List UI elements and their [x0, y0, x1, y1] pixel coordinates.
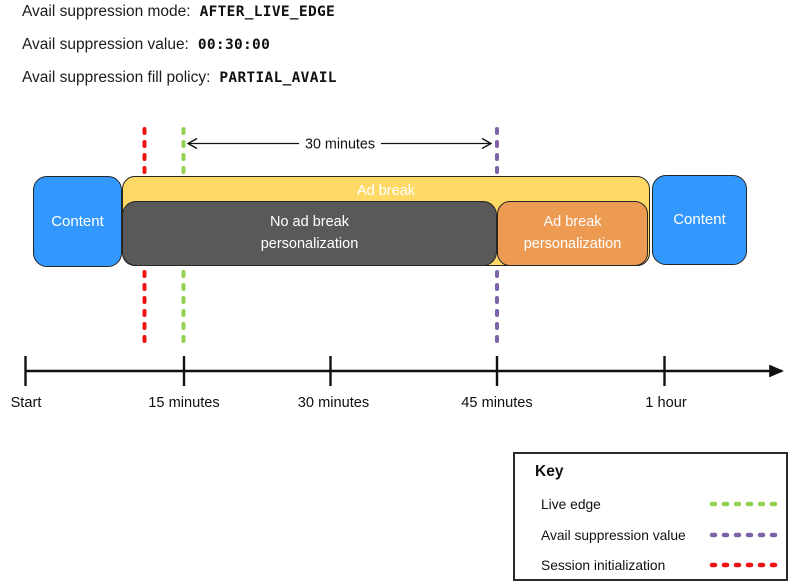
- setting-value-value: 00:30:00: [197, 37, 271, 53]
- key-item-session-initialization: Session initialization: [541, 556, 779, 574]
- key-item-live-edge-label: Live edge: [541, 496, 601, 512]
- key-item-avail-suppression-value: Avail suppression value: [541, 526, 779, 544]
- setting-mode-value: AFTER_LIVE_EDGE: [199, 4, 336, 20]
- key-item-session-initialization-label: Session initialization: [541, 557, 666, 573]
- session-initialization-dash-swatch: [709, 562, 779, 568]
- key-item-live-edge: Live edge: [541, 495, 779, 513]
- live-edge-dash-swatch: [709, 501, 779, 507]
- content-segment-right: Content: [652, 175, 747, 265]
- setting-fill-policy-label: Avail suppression fill policy:: [22, 69, 211, 86]
- ad-break-label: Ad break: [356, 183, 416, 199]
- duration-arrow-label: 30 minutes: [305, 137, 375, 153]
- timeline-label-15min: 15 minutes: [148, 395, 219, 411]
- setting-mode-label: Avail suppression mode:: [22, 3, 191, 20]
- key-legend: Key Live edge Avail suppression value Se…: [513, 452, 788, 581]
- ad-break-personalization-segment: Ad break personalization: [497, 201, 648, 266]
- setting-fill-policy: Avail suppression fill policy: PARTIAL_A…: [22, 69, 337, 102]
- settings-header: Avail suppression mode: AFTER_LIVE_EDGE …: [22, 3, 337, 102]
- setting-fill-policy-value: PARTIAL_AVAIL: [219, 70, 337, 86]
- content-segment-left: Content: [33, 176, 122, 267]
- setting-value-label: Avail suppression value:: [22, 36, 189, 53]
- timeline-label-30min: 30 minutes: [298, 395, 369, 411]
- key-title: Key: [535, 463, 564, 480]
- timeline-label-start: Start: [11, 395, 42, 411]
- no-ad-break-personalization-segment: No ad break personalization: [122, 201, 497, 266]
- timeline-label-45min: 45 minutes: [461, 395, 532, 411]
- avail-suppression-dash-swatch: [709, 532, 779, 538]
- timeline-label-1hour: 1 hour: [645, 395, 687, 411]
- key-item-avail-suppression-value-label: Avail suppression value: [541, 527, 686, 543]
- setting-mode: Avail suppression mode: AFTER_LIVE_EDGE: [22, 3, 337, 36]
- setting-value: Avail suppression value: 00:30:00: [22, 36, 337, 69]
